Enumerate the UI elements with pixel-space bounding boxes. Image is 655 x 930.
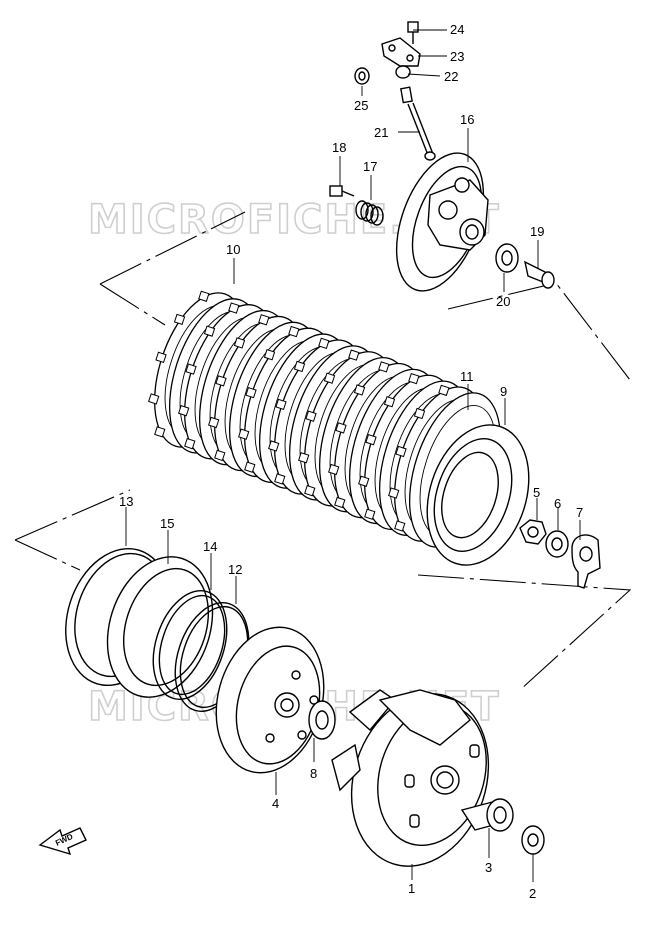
callout-25: 25 (354, 98, 368, 113)
clutch-housing-1 (331, 689, 490, 867)
callout-23: 23 (450, 49, 464, 64)
bolt-18 (329, 185, 355, 197)
callout-22: 22 (444, 69, 458, 84)
callout-11: 11 (460, 369, 474, 384)
sleeve-hub-9 (426, 424, 530, 566)
callout-24: 24 (450, 22, 464, 37)
callout-16: 16 (460, 112, 474, 127)
callout-20: 20 (496, 294, 510, 309)
bolt-24 (407, 21, 419, 44)
callout-12: 12 (228, 562, 242, 577)
washer-8 (308, 700, 336, 740)
callout-19: 19 (530, 224, 544, 239)
spacer-3 (460, 798, 514, 832)
callout-8: 8 (310, 766, 317, 781)
callout-2: 2 (529, 886, 536, 901)
bushing-25 (354, 67, 370, 85)
group-boundary-upper (99, 211, 631, 381)
callout-15: 15 (160, 516, 174, 531)
callout-9: 9 (500, 384, 507, 399)
callout-4: 4 (272, 796, 279, 811)
callout-17: 17 (363, 159, 377, 174)
callout-21: 21 (374, 125, 388, 140)
group-boundary-lower (14, 489, 632, 691)
callout-7: 7 (576, 505, 583, 520)
callout-14: 14 (203, 539, 217, 554)
washer-6 (545, 530, 569, 558)
ring-14 (152, 590, 228, 700)
thrust-washer-2 (521, 825, 545, 855)
callout-10: 10 (226, 242, 240, 257)
spring-17 (355, 200, 384, 226)
lock-washer-7 (571, 534, 601, 589)
pressure-plate-16 (395, 152, 489, 292)
callout-5: 5 (533, 485, 540, 500)
callout-3: 3 (485, 860, 492, 875)
callout-6: 6 (554, 496, 561, 511)
callout-18: 18 (332, 140, 346, 155)
forward-arrow-icon: FWD (38, 827, 87, 856)
primary-driven-gear-4 (215, 626, 325, 774)
lift-plate-23 (381, 37, 421, 67)
callout-labels: 24 23 22 25 21 16 18 17 19 20 10 11 9 5 … (119, 22, 583, 901)
bearing-20 (495, 243, 519, 273)
callout-13: 13 (119, 494, 133, 509)
leader-lines (125, 29, 581, 882)
nut-22 (395, 65, 411, 79)
release-rod-21 (400, 86, 436, 161)
nut-5 (519, 519, 547, 545)
push-piece-19 (524, 260, 555, 289)
callout-1: 1 (408, 881, 415, 896)
